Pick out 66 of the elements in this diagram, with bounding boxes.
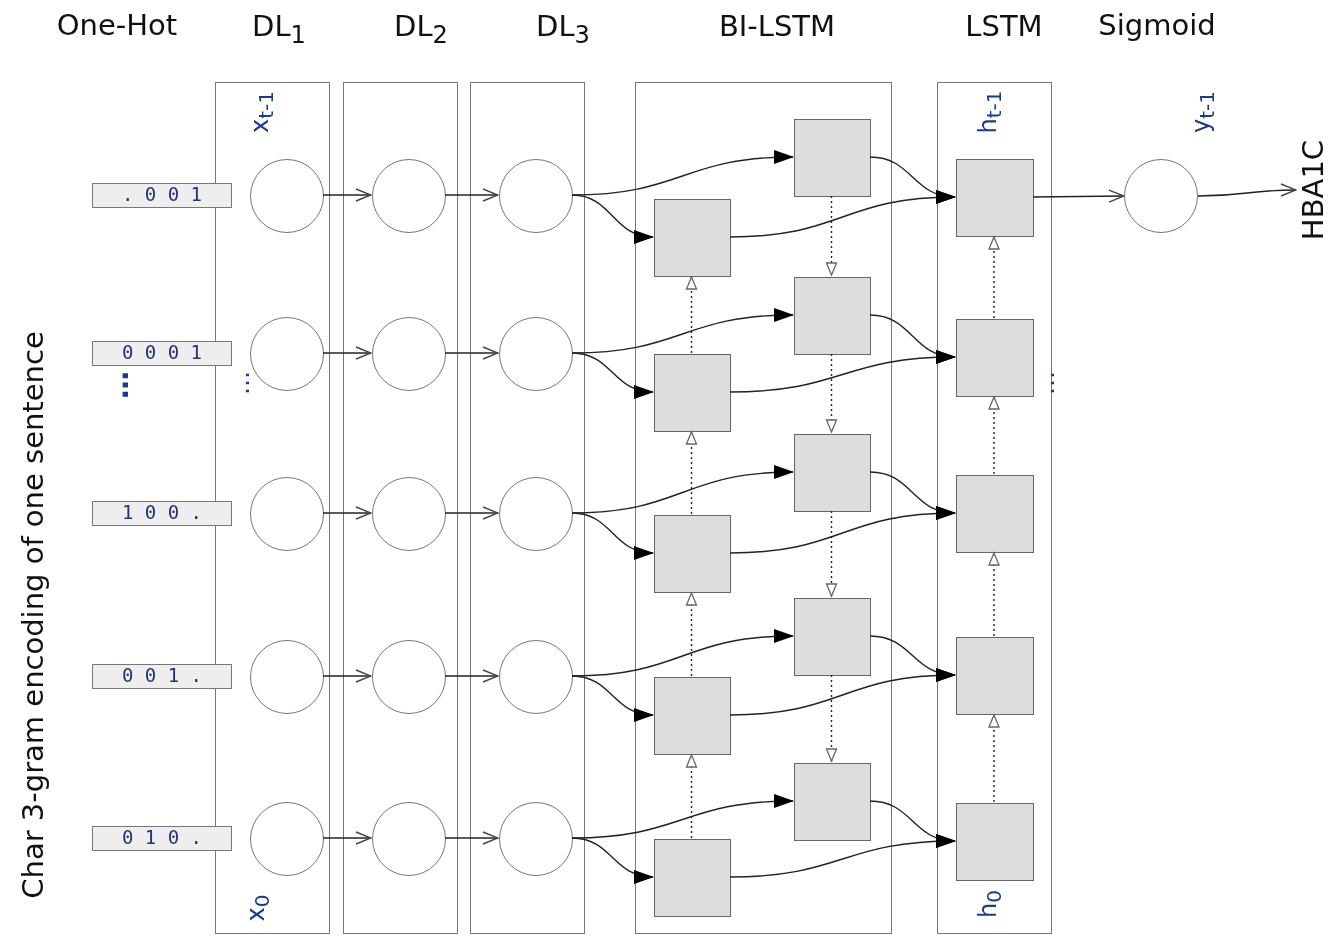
arrow bbox=[1032, 189, 1125, 203]
arrow bbox=[729, 668, 956, 716]
layer-title: One-Hot bbox=[56, 8, 178, 42]
dashed-arrow bbox=[825, 353, 838, 434]
dashed-arrow bbox=[988, 395, 1000, 475]
arrow bbox=[322, 506, 372, 520]
lstm-cell bbox=[956, 637, 1034, 715]
one-hot-vector: 0 0 0 1 bbox=[92, 341, 232, 366]
arrow bbox=[444, 831, 499, 845]
arrow bbox=[444, 669, 499, 683]
arrow bbox=[322, 669, 372, 683]
layer-title: DL$_{3}$ bbox=[536, 9, 590, 49]
ellipsis: … bbox=[101, 371, 135, 399]
lstm-cell bbox=[794, 598, 871, 676]
lstm-cell bbox=[794, 277, 871, 355]
one-hot-vector: 0 1 0 . bbox=[92, 826, 232, 851]
output-label: HBA1C bbox=[1296, 139, 1330, 241]
dashed-arrow bbox=[685, 591, 698, 677]
lstm-cell bbox=[654, 677, 731, 755]
dashed-arrow bbox=[685, 753, 698, 839]
lstm-cell bbox=[794, 119, 871, 197]
dashed-arrow bbox=[988, 713, 1000, 803]
lstm-cell bbox=[956, 475, 1034, 553]
layer-title: DL$_{1}$ bbox=[252, 9, 306, 49]
arrow bbox=[729, 506, 956, 554]
arrow bbox=[571, 194, 654, 243]
lstm-cell bbox=[654, 839, 731, 917]
dashed-arrow bbox=[988, 235, 1000, 319]
lstm-cell bbox=[956, 803, 1034, 881]
arrow bbox=[571, 352, 654, 398]
dashed-arrow bbox=[988, 551, 1000, 637]
dashed-arrow bbox=[825, 510, 838, 598]
arrow bbox=[571, 675, 654, 721]
layer-title: BI-LSTM bbox=[718, 9, 836, 43]
one-hot-vector: 1 0 0 . bbox=[92, 501, 232, 526]
arrow bbox=[444, 346, 499, 360]
one-hot-vector: 0 0 1 . bbox=[92, 664, 232, 689]
lstm-cell bbox=[794, 434, 871, 512]
dashed-arrow bbox=[685, 275, 698, 354]
arrow bbox=[729, 190, 956, 238]
dashed-arrow bbox=[825, 674, 838, 763]
arrow bbox=[322, 831, 372, 845]
arrow bbox=[571, 837, 654, 883]
vertical-title: Char 3-gram encoding of one sentence bbox=[16, 331, 50, 899]
arrow bbox=[729, 350, 956, 393]
layer-title: Sigmoid bbox=[1098, 8, 1216, 42]
ellipsis: … bbox=[227, 371, 255, 395]
one-hot-vector: . 0 0 1 bbox=[92, 183, 232, 208]
arrow bbox=[322, 346, 372, 360]
arrow bbox=[444, 188, 499, 202]
layer-title: DL$_{2}$ bbox=[394, 9, 448, 49]
arrow bbox=[571, 512, 654, 559]
lstm-cell bbox=[654, 515, 731, 593]
arrow bbox=[729, 834, 956, 878]
ellipsis: … bbox=[1032, 371, 1060, 395]
arrow bbox=[444, 506, 499, 520]
layer-title: LSTM bbox=[965, 9, 1043, 43]
lstm-cell bbox=[794, 763, 871, 841]
lstm-cell bbox=[956, 319, 1034, 397]
lstm-cell bbox=[956, 159, 1034, 237]
arrow bbox=[322, 188, 372, 202]
lstm-cell bbox=[654, 199, 731, 277]
dashed-arrow bbox=[825, 195, 838, 277]
lstm-cell bbox=[654, 354, 731, 432]
dashed-arrow bbox=[685, 430, 698, 515]
arrow bbox=[1197, 183, 1297, 197]
